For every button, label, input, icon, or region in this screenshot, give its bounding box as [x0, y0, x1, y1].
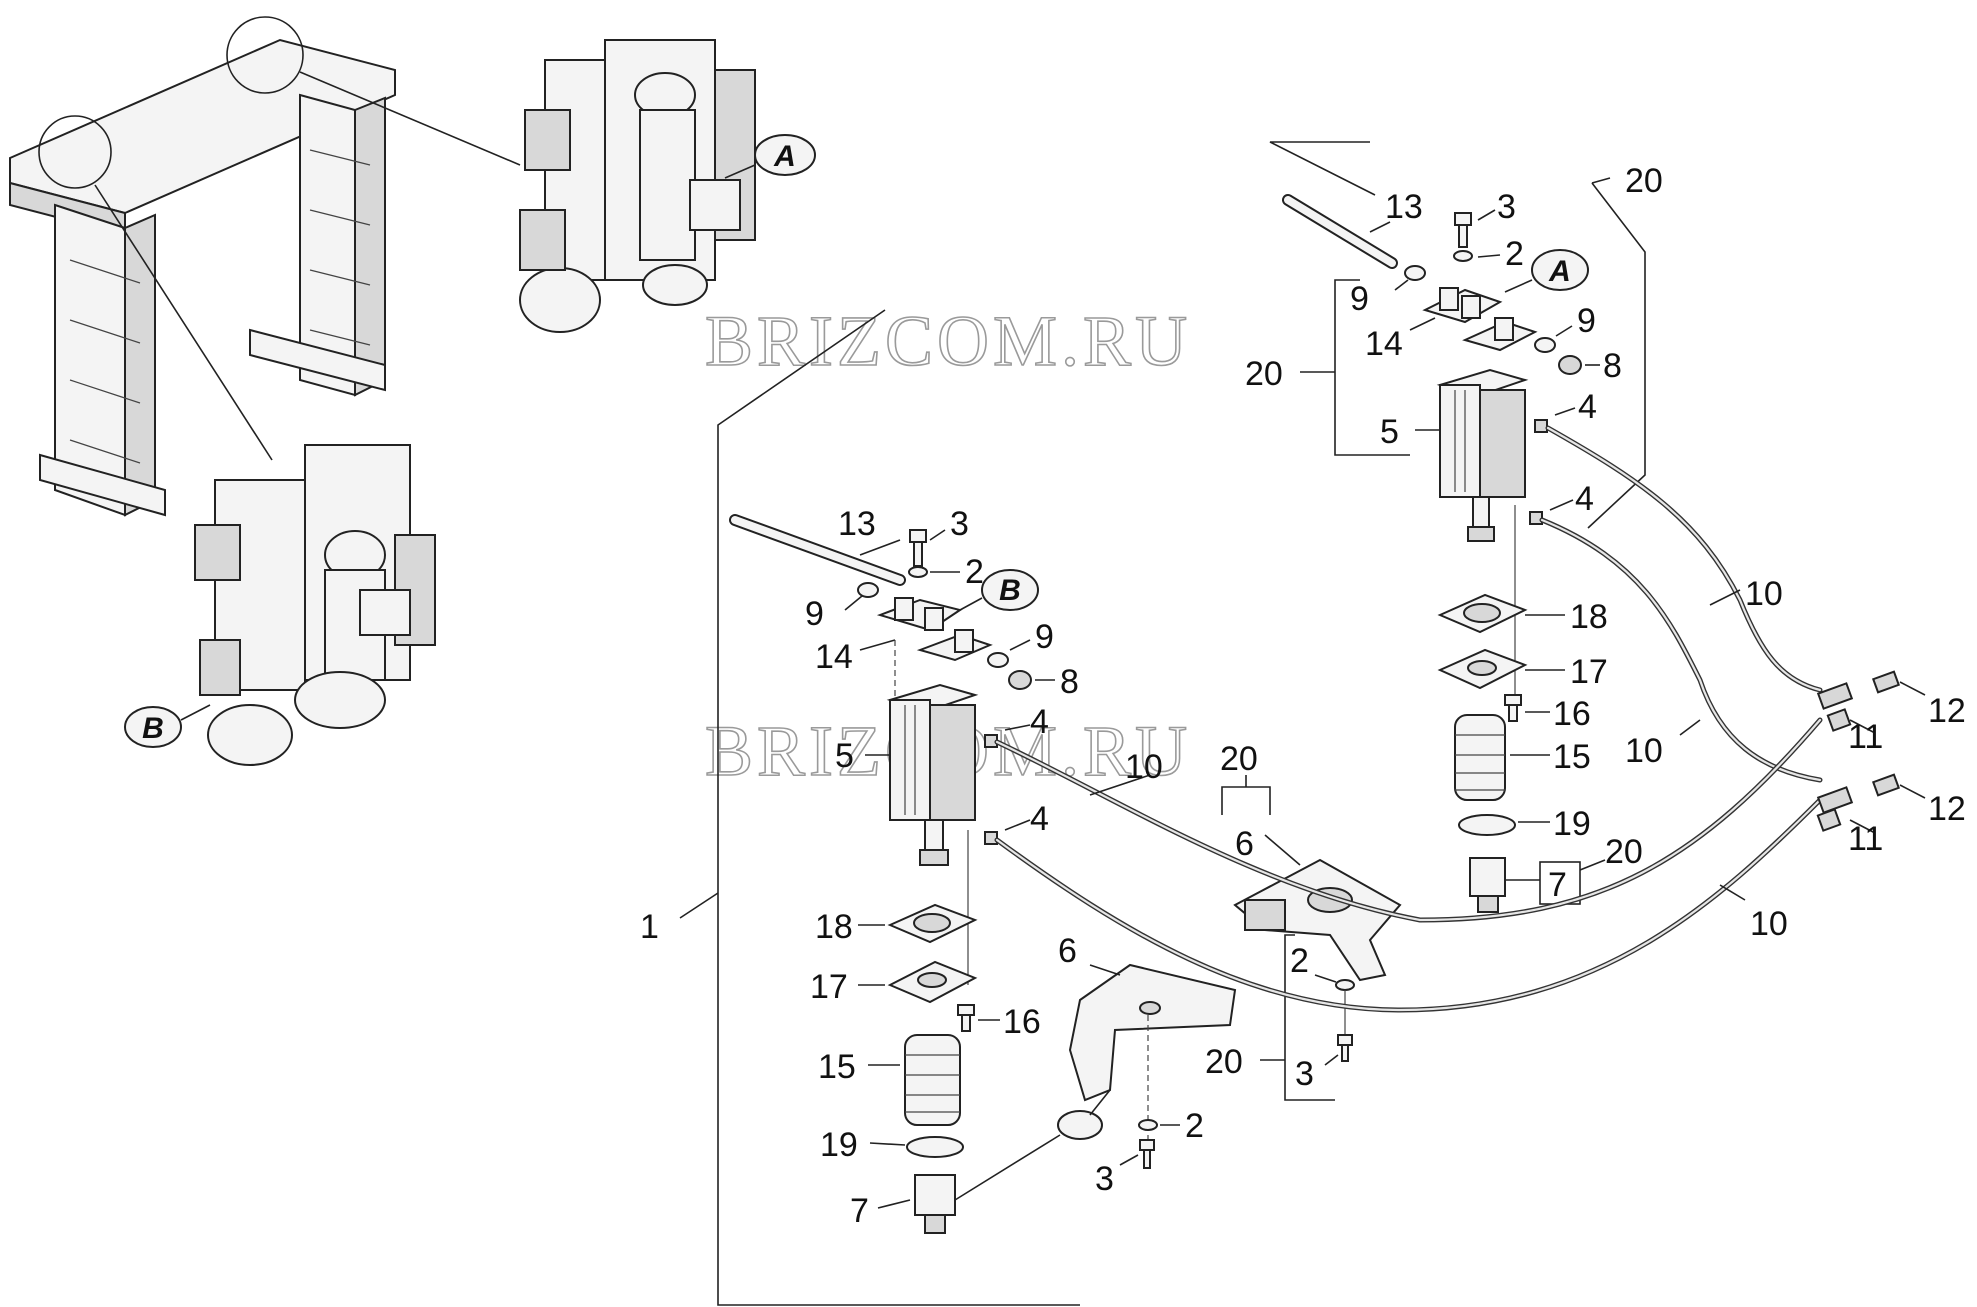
callout-13-left: 13	[838, 505, 876, 543]
callout-2-right-top: 2	[1505, 235, 1524, 273]
badge-a-small-label: A	[1548, 255, 1571, 288]
callout-12-top: 12	[1928, 692, 1966, 730]
callout-4-right-b: 4	[1575, 480, 1594, 518]
callout-5-left: 5	[835, 737, 854, 775]
callout-1: 1	[640, 908, 659, 946]
callout-20-fork: 20	[1605, 833, 1643, 871]
callout-9-right-b: 9	[1577, 302, 1596, 340]
callout-15-right: 15	[1553, 738, 1591, 776]
frame-overview	[9, 16, 521, 517]
callout-2-left-top: 2	[965, 553, 984, 591]
callout-16-left: 16	[1003, 1003, 1041, 1041]
badge-a-label: A	[773, 140, 796, 173]
left-mounting-bracket: 6 2 3	[1057, 932, 1237, 1198]
hoses: 10 10 10 10	[994, 425, 1823, 1013]
callout-18-right: 18	[1570, 598, 1608, 636]
callout-20-top: 20	[1625, 162, 1663, 200]
callout-9-left-a: 9	[805, 595, 824, 633]
callout-5-right: 5	[1380, 413, 1399, 451]
badge-b-label: B	[142, 712, 164, 745]
right-cylinder-assembly: 13 3 2 A 9 14 9 8	[1282, 188, 1643, 913]
watermark-top: BRIZCOM.RU	[705, 301, 1191, 381]
group-bracket-20-top	[1269, 141, 1376, 196]
badge-b-small-label: B	[999, 574, 1021, 607]
callout-3-left-bottom: 3	[1095, 1160, 1114, 1198]
callout-14-left: 14	[815, 638, 853, 676]
callout-14-right: 14	[1365, 325, 1403, 363]
callout-20-bracket-bottom: 20	[1205, 1043, 1243, 1081]
callout-8-right: 8	[1603, 347, 1622, 385]
callout-10-top-right: 10	[1745, 575, 1783, 613]
callout-7-left: 7	[850, 1192, 869, 1230]
detail-a-assembly	[519, 39, 756, 333]
callout-6-right: 6	[1235, 825, 1254, 863]
callout-3-left-top: 3	[950, 505, 969, 543]
badge-a-detail: A	[724, 134, 816, 179]
callout-20-left: 20	[1245, 355, 1283, 393]
callout-2-left-bottom: 2	[1185, 1107, 1204, 1145]
callout-20-bracket-top: 20	[1220, 740, 1258, 778]
callout-4-right-a: 4	[1578, 388, 1597, 426]
callout-8-left: 8	[1060, 663, 1079, 701]
callout-3-right-top: 3	[1497, 188, 1516, 226]
callout-9-left-b: 9	[1035, 618, 1054, 656]
callout-19-right: 19	[1553, 805, 1591, 843]
callout-4-left-b: 4	[1030, 800, 1049, 838]
callout-6-left: 6	[1058, 932, 1077, 970]
right-mounting-bracket: 20 6 2 3 20	[1205, 740, 1402, 1101]
callout-9-right-a: 9	[1350, 280, 1369, 318]
callout-17-right: 17	[1570, 653, 1608, 691]
group-bracket-1	[717, 309, 1080, 1306]
callout-12-bottom: 12	[1928, 790, 1966, 828]
callout-11-top: 11	[1848, 718, 1883, 756]
callout-2-right-bottom: 2	[1290, 942, 1309, 980]
group-bracket-20-left	[1334, 279, 1410, 456]
callout-3-right-bottom: 3	[1295, 1055, 1314, 1093]
callout-10-bottom-right: 10	[1750, 905, 1788, 943]
callout-13-right: 13	[1385, 188, 1423, 226]
callout-7-right: 7	[1548, 866, 1567, 904]
callout-10-left: 10	[1125, 748, 1163, 786]
callout-15-left: 15	[818, 1048, 856, 1086]
left-cylinder-assembly: 13 3 2 B 9 14 9 8	[729, 505, 1079, 1234]
callout-18-left: 18	[815, 908, 853, 946]
badge-b-detail: B	[124, 704, 211, 748]
callout-17-left: 17	[810, 968, 848, 1006]
callout-16-right: 16	[1553, 695, 1591, 733]
detail-b-assembly	[194, 444, 436, 766]
callout-4-left-a: 4	[1030, 703, 1049, 741]
callout-10-middle-right: 10	[1625, 732, 1663, 770]
tee-fittings: 12 11 12 11	[1816, 670, 1966, 858]
callout-19-left: 19	[820, 1126, 858, 1164]
callout-11-bottom: 11	[1848, 820, 1883, 858]
